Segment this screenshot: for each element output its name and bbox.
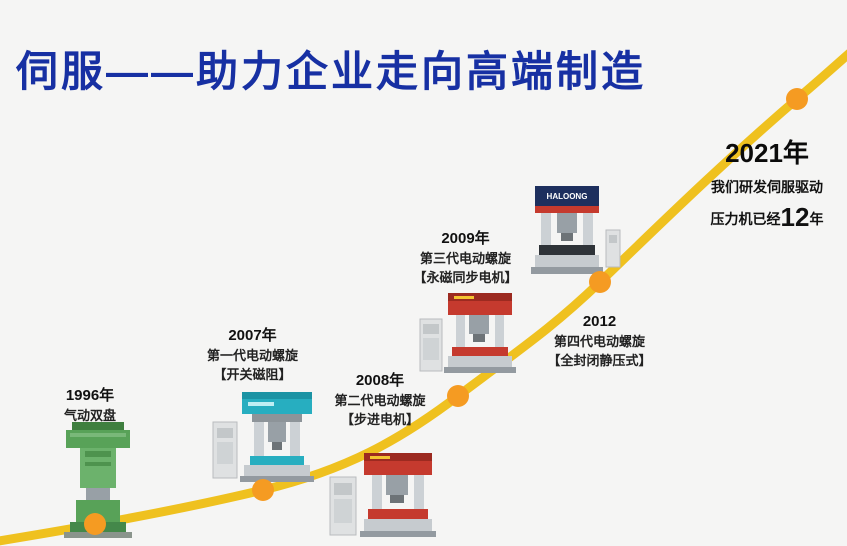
milestone-2007-label2: 【开关磁阻】 [213,367,292,382]
page-title: 伺服——助力企业走向高端制造 [16,48,647,95]
milestone-2012: 2012 第四代电动螺旋 【全封闭静压式】 [532,312,667,370]
milestone-2021-year: 2021年 [725,138,809,168]
machine-2008-red-press-icon [329,453,436,537]
milestone-1996: 1996年 气动双盘 [34,386,146,425]
milestone-2012-label2: 【全封闭静压式】 [547,353,652,368]
milestone-2009: 2009年 第三代电动螺旋 【永磁同步电机】 [398,229,533,287]
milestone-2021-label1: 我们研发伺服驱动 [711,179,823,195]
milestone-2007: 2007年 第一代电动螺旋 【开关磁阻】 [185,326,320,384]
machine-2021-servo-press-icon: HALOONG [531,186,621,274]
milestone-2021-label2-suffix: 年 [809,211,824,227]
milestone-2009-label2: 【永磁同步电机】 [413,270,518,285]
milestone-2012-label1: 第四代电动螺旋 [553,334,645,349]
milestone-2008-label2: 【步进电机】 [340,412,419,427]
milestone-2009-year: 2009年 [441,230,490,247]
milestone-2007-label1: 第一代电动螺旋 [206,348,298,363]
milestone-2021-label2: 压力机已经12年 [688,204,846,232]
milestone-2008-label1: 第二代电动螺旋 [334,393,426,408]
milestone-2021: 2021年 我们研发伺服驱动 压力机已经12年 [688,138,846,232]
milestone-2021-years-count: 12 [780,202,810,232]
milestone-2012-year: 2012 [582,313,617,330]
milestone-1996-label: 气动双盘 [63,408,116,423]
milestone-2021-label2-prefix: 压力机已经 [710,211,781,227]
milestone-2007-year: 2007年 [228,327,277,344]
machine-2009-red-press-icon [419,293,516,373]
machine-1996-pneumatic-press-icon [64,422,132,538]
machine-2021-brand-label: HALOONG [547,192,588,201]
milestone-2008-year: 2008年 [355,372,405,389]
milestone-1996-year: 1996年 [65,387,115,404]
milestone-2009-label1: 第三代电动螺旋 [419,251,511,266]
milestone-2008: 2008年 第二代电动螺旋 【步进电机】 [315,371,445,429]
machine-2007-teal-press-icon [212,392,314,482]
